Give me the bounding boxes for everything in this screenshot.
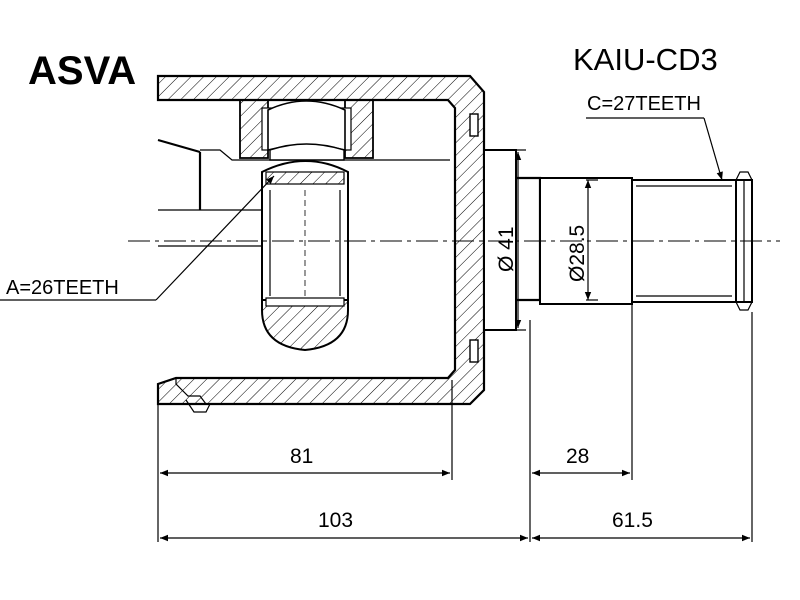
tripod-roller: [239, 99, 374, 161]
housing-diameter-label: Ø 41: [495, 226, 518, 272]
diameter-dim-housing: [514, 149, 526, 331]
spline-a-callout: A=26TEETH: [6, 277, 119, 299]
drive-shaft-outline: [157, 138, 262, 247]
stem-diameter-label: Ø28.5: [566, 225, 589, 282]
spline-a-leader: [0, 175, 275, 301]
dim-stem-length: 61.5: [612, 509, 653, 532]
dim-total-length: 103: [318, 509, 353, 532]
dim-inner-length: 81: [290, 445, 313, 468]
part-number: KAIU-CD3: [573, 42, 718, 77]
diameter-dim-stem: [584, 179, 598, 301]
spline-c-leader: [586, 117, 723, 181]
extension-lines: [157, 304, 753, 542]
inner-spline-shaft: [261, 160, 349, 352]
spline-c-callout: C=27TEETH: [587, 93, 701, 115]
brand-logo: ASVA: [28, 49, 136, 93]
dim-shaft-length: 28: [566, 445, 589, 468]
outer-stem: [483, 149, 753, 331]
